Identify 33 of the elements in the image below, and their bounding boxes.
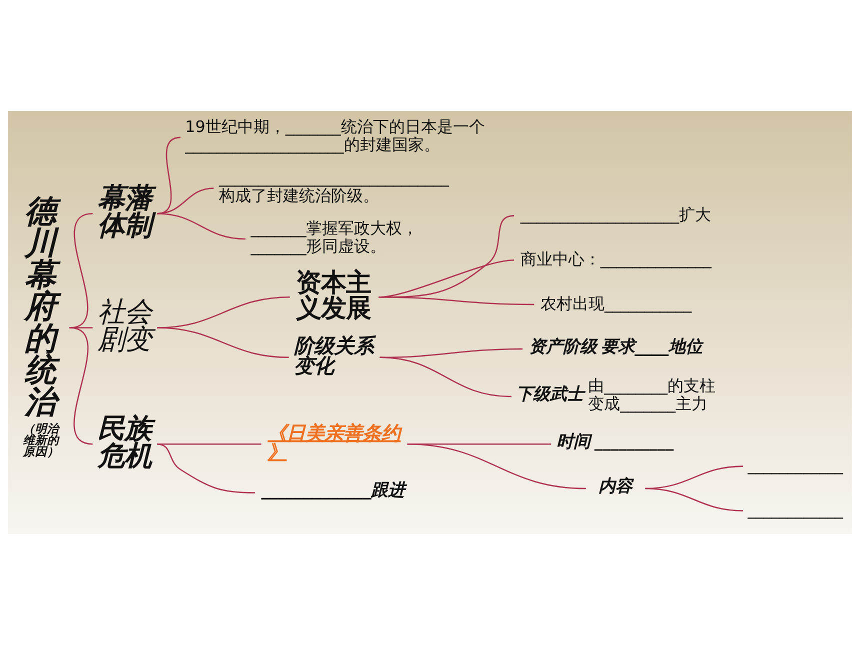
node-text: 下级武士 <box>516 383 584 404</box>
connector <box>157 443 262 445</box>
node-text: 农村出现___________ <box>540 294 692 313</box>
node-text: 资本主义发展 <box>296 266 372 322</box>
node-text: 阶级关系变化 <box>294 333 374 378</box>
connector <box>378 296 534 306</box>
connector <box>157 327 289 358</box>
connector <box>69 327 93 328</box>
connector <box>69 327 93 445</box>
node-text: ____________________扩大 <box>520 204 712 224</box>
node-label: 由________的支柱变成_______主力 <box>588 376 716 414</box>
node-text: 19世纪中期，_______统治下的日本是一个____________________的封建国家。 <box>185 117 485 154</box>
connector <box>380 348 523 358</box>
node-text: _____________________________构成了封建统治阶级。 <box>219 168 449 205</box>
connector <box>69 212 93 328</box>
node-text: 内容 <box>598 475 633 496</box>
node-text: _______掌握军政大权，_______形同虚设。 <box>250 218 418 256</box>
node-label: __________ <box>594 432 674 451</box>
node-text: ____________ <box>748 500 843 519</box>
connector <box>380 356 512 398</box>
node-text: ____________ <box>748 456 843 475</box>
node-label: （明治维新的原因） <box>22 421 59 459</box>
node-text: _____________跟进 <box>261 480 406 500</box>
connector <box>157 212 246 240</box>
connector <box>645 488 744 512</box>
node-text: 时间 <box>556 431 590 452</box>
connector <box>407 443 586 490</box>
node-text: 资产阶级 <box>528 336 597 356</box>
node-label: 要求____地位 <box>600 336 703 356</box>
node-text: 《日美亲善条约》 <box>268 422 401 464</box>
connector <box>157 136 181 214</box>
node-text: 商业中心：______________ <box>520 249 712 268</box>
connector <box>157 443 255 494</box>
